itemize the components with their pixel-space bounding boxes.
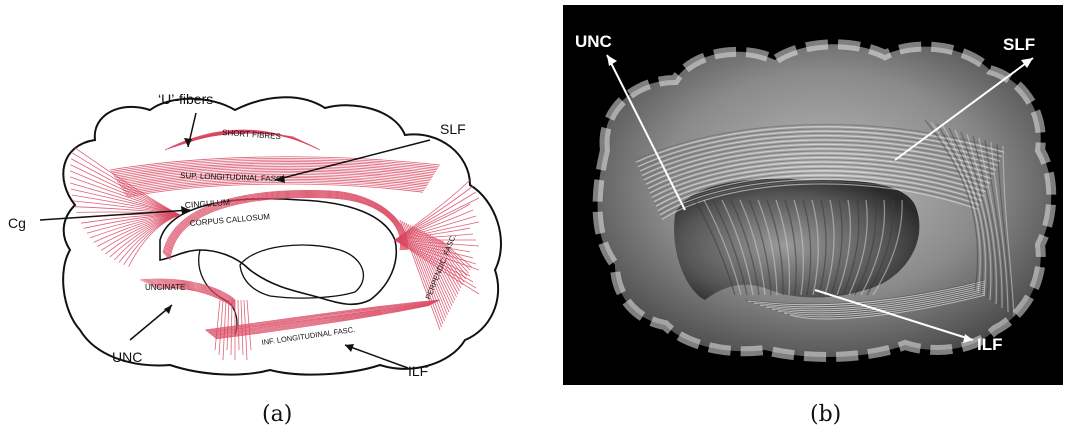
insula-cavity — [674, 179, 919, 300]
ventricle-outline — [240, 245, 363, 298]
label-unc-b: UNC — [575, 32, 612, 51]
label-ilf-b: ILF — [977, 335, 1003, 354]
label-unc-a: UNC — [112, 349, 142, 365]
label-ilf-a: ILF — [408, 363, 428, 379]
arrow-ilf — [345, 345, 408, 368]
label-slf-b: SLF — [1003, 35, 1035, 54]
panel-a: SHORT FIBRES SUP. LONGITUDINAL FASC. CIN… — [0, 0, 545, 438]
dissection-image: UNC SLF ILF — [545, 0, 1085, 400]
tract-uncinate: UNCINATE — [145, 283, 185, 292]
label-u-fibers: ‘U’-fibers — [158, 91, 213, 107]
panel-b: UNC SLF ILF (b) — [545, 0, 1085, 438]
fiber-strokes — [70, 130, 479, 360]
tract-drawing: SHORT FIBRES SUP. LONGITUDINAL FASC. CIN… — [0, 0, 545, 400]
brain-outline — [63, 97, 501, 374]
caption-a: (a) — [262, 402, 292, 427]
caption-b: (b) — [810, 402, 841, 427]
tract-short-fibres: SHORT FIBRES — [222, 128, 281, 141]
label-cg: Cg — [8, 215, 26, 231]
label-slf-a: SLF — [440, 121, 466, 137]
